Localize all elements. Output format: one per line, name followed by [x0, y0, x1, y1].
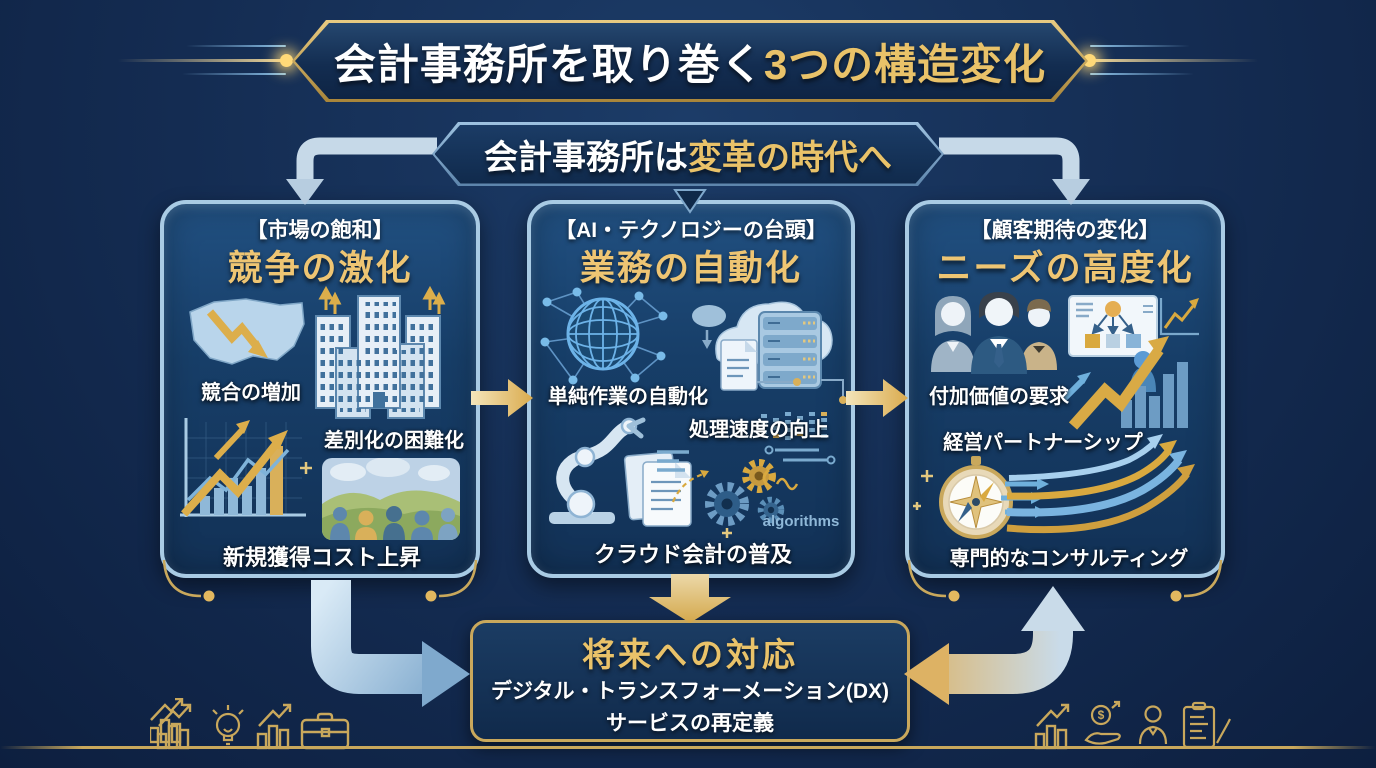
cloud-server-icon: [692, 301, 847, 404]
subtitle-highlight: 変革の時代へ: [688, 138, 892, 177]
footer-briefcase-icon: [300, 712, 350, 750]
subtitle-text: 会計事務所は変革の時代へ: [432, 122, 944, 186]
footer-left-icons: [150, 698, 350, 750]
footer-lightbulb-icon: [212, 705, 244, 746]
light-ray: [182, 73, 286, 75]
future-box-service-line: サービスの再定義: [606, 712, 774, 735]
light-ray: [1090, 73, 1194, 75]
panel1-illustrations: [180, 285, 460, 540]
title-highlight: 3つの構造変化: [763, 40, 1047, 88]
panel1-to-future-arrow: [311, 580, 470, 707]
panel3-future-double-arrow: [904, 586, 1085, 705]
algorithms-caption: algorithms: [762, 513, 840, 530]
compass-icon: [913, 456, 1013, 539]
us-map-decline-icon: [189, 298, 305, 365]
footer-chart-icon: [256, 703, 292, 750]
subtitle-prefix: 会計事務所は: [484, 138, 688, 177]
label-differentiation-difficulty: 差別化の困難化: [324, 430, 464, 452]
robot-arm-documents-icon: [549, 417, 692, 527]
label-simple-task-automation: 単純作業の自動化: [548, 386, 708, 408]
footer-clipboard-icon: [1182, 701, 1231, 749]
footer-person-icon: [1138, 705, 1168, 745]
label-competitor-increase: 競合の増加: [201, 382, 301, 404]
gears-icon: [657, 450, 785, 538]
banner-right-arrow: [939, 137, 1090, 205]
label-acquisition-cost-rise: 新規獲得コスト上昇: [222, 545, 421, 570]
panel-customer-expectation: 【顧客期待の変化】 ニーズの高度化 付加価値の要求 経営パートナーシップ 専門的…: [905, 200, 1225, 578]
rising-arrows-icon: [1001, 434, 1195, 534]
presentation-board-icon: [1068, 295, 1158, 392]
algorithm-matrix-icon: [761, 412, 836, 491]
label-processing-speed: 処理速度の向上: [689, 419, 829, 441]
future-box-dx-line: デジタル・トランスフォーメーション(DX): [490, 680, 890, 703]
footer-right-icons: $: [1034, 700, 1231, 750]
future-box-heading: 将来への対応: [582, 636, 798, 673]
panel-ai-technology: 【AI・テクノロジーの台頭】 業務の自動化 単純作業の自動化 処理速度の向上 ク…: [527, 200, 855, 578]
light-ray: [1090, 59, 1258, 62]
light-ray: [118, 59, 286, 62]
network-globe-icon: [540, 287, 668, 385]
gold-flourish-dots: [203, 590, 1182, 602]
business-people-icon: [931, 292, 1057, 374]
label-cloud-accounting: クラウド会計の普及: [593, 542, 792, 567]
panel3-illustrations: [913, 292, 1199, 539]
panel1-tag: 【市場の飽和】: [246, 219, 394, 242]
panel1-to-panel2-arrow: [471, 379, 533, 417]
subtitle-fill: [435, 125, 942, 184]
office-buildings-icon: [315, 285, 446, 419]
panel-market-saturation: 【市場の飽和】 競争の激化 競合の増加 差別化の困難化 新規獲得コスト上昇: [160, 200, 480, 578]
panel3-heading: ニーズの高度化: [936, 249, 1194, 288]
future-response-box: 将来への対応 デジタル・トランスフォーメーション(DX) サービスの再定義: [470, 620, 910, 742]
panel2-tag: 【AI・テクノロジーの台頭】: [555, 219, 827, 242]
title-prefix: 会計事務所を取り巻く: [333, 40, 764, 88]
growth-bars-arrow-icon: [1060, 336, 1188, 430]
sparkle-icon: [300, 462, 312, 474]
banner-left-arrow: [286, 137, 437, 205]
footer-gold-line: [0, 746, 1376, 749]
svg-text:$: $: [1098, 708, 1105, 722]
footer-chart-icon: [1034, 703, 1070, 750]
panel2-illustrations: [540, 287, 847, 538]
mini-line-chart-icon: [1159, 298, 1199, 336]
light-ray: [1090, 45, 1190, 47]
panel3-tag: 【顧客期待の変化】: [970, 219, 1160, 242]
banner-fill: [295, 23, 1085, 99]
panel2-to-future-arrow: [649, 574, 731, 623]
glow-dot: [280, 54, 293, 67]
light-ray: [186, 45, 286, 47]
footer-hand-coin-icon: $: [1084, 700, 1121, 745]
label-specialized-consulting: 専門的なコンサルティング: [949, 548, 1189, 570]
label-management-partnership: 経営パートナーシップ: [943, 432, 1143, 454]
glow-dot: [1083, 54, 1096, 67]
growth-chart-icon: [180, 418, 306, 517]
crowd-landscape-icon: [322, 458, 460, 540]
label-added-value-demand: 付加価値の要求: [929, 386, 1069, 408]
subtitle-banner: 会計事務所は変革の時代へ: [432, 122, 944, 186]
panel2-heading: 業務の自動化: [579, 249, 802, 288]
panel1-heading: 競争の激化: [227, 249, 413, 288]
panel2-to-panel3-arrow: [846, 379, 908, 417]
